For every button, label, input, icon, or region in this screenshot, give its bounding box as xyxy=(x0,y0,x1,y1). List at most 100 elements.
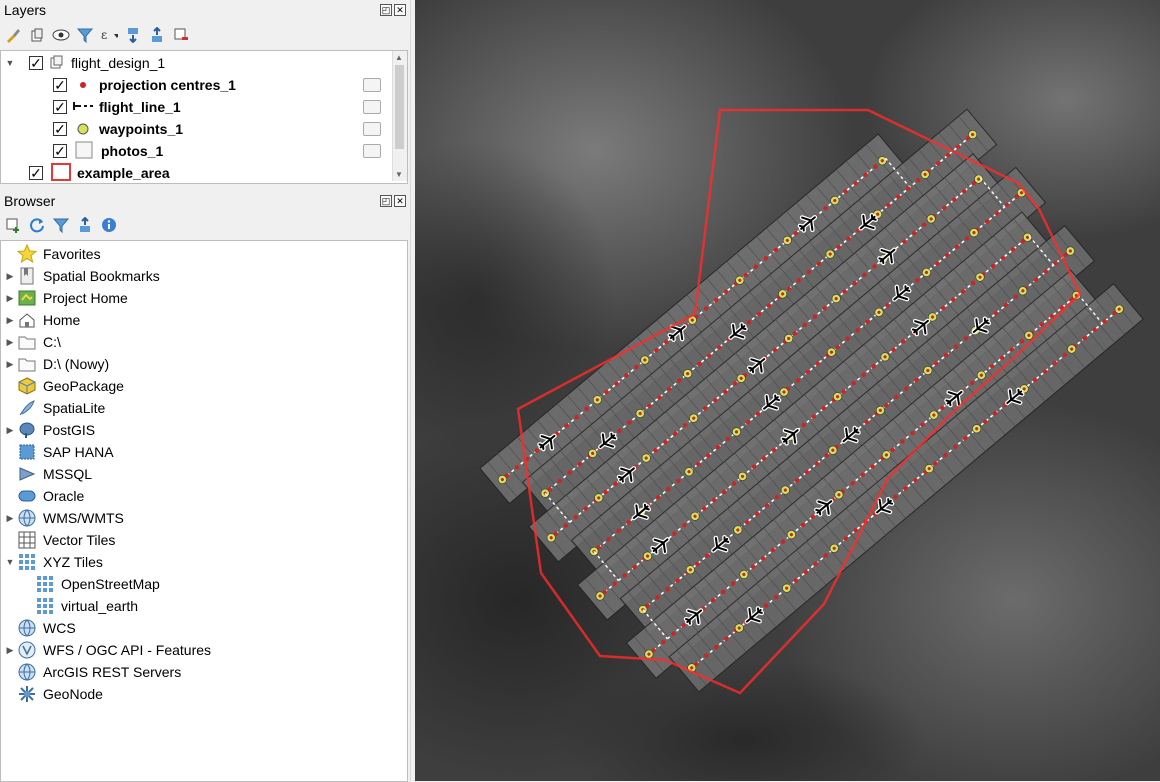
browser-item-mssql[interactable]: MSSQL xyxy=(17,463,92,485)
visibility-eye-icon[interactable] xyxy=(52,26,70,44)
remove-layer-icon[interactable] xyxy=(172,26,190,44)
collapse-all-icon[interactable] xyxy=(76,216,94,234)
browser-item-c-drive[interactable]: ▶ C:\ xyxy=(5,331,61,353)
browser-item-label: SAP HANA xyxy=(43,444,114,460)
embedded-widget-icon[interactable] xyxy=(363,144,381,158)
projection-centre-point xyxy=(694,561,700,567)
browser-item-wms-wmts[interactable]: ▶ WMS/WMTS xyxy=(5,507,124,529)
expand-arrow-icon[interactable]: ▶ xyxy=(6,292,14,303)
expression-filter-icon[interactable]: ε xyxy=(100,26,118,44)
browser-item-sap-hana[interactable]: SAP HANA xyxy=(17,441,114,463)
browser-item-d-drive[interactable]: ▶ D:\ (Nowy) xyxy=(5,353,110,375)
collapse-arrow-icon[interactable]: ▼ xyxy=(5,58,15,68)
projection-centre-point xyxy=(984,219,990,224)
browser-item-openstreetmap[interactable]: OpenStreetMap xyxy=(35,573,160,595)
scroll-down-icon[interactable]: ▼ xyxy=(395,170,403,179)
expand-arrow-icon[interactable]: ▶ xyxy=(6,512,14,523)
projection-centre-point xyxy=(962,436,968,441)
properties-info-icon[interactable] xyxy=(100,216,118,234)
browser-item-oracle[interactable]: Oracle xyxy=(17,485,84,507)
waypoint-centre-dot xyxy=(782,390,786,394)
browser-item-project-home[interactable]: ▶ Project Home xyxy=(5,287,128,309)
embedded-widget-icon[interactable] xyxy=(363,78,381,92)
expand-arrow-icon[interactable]: ▶ xyxy=(6,424,14,435)
layer-checkbox[interactable]: ✓ xyxy=(53,76,67,93)
collapse-arrow-icon[interactable]: ▼ xyxy=(5,557,15,567)
tiles-icon xyxy=(35,575,55,593)
projection-centre-point xyxy=(940,405,945,411)
browser-item-wfs[interactable]: ▶ WFS / OGC API - Features xyxy=(5,639,211,661)
scroll-up-icon[interactable]: ▲ xyxy=(395,53,403,62)
browser-item-label: D:\ (Nowy) xyxy=(43,356,110,372)
projection-centre-point xyxy=(885,302,890,308)
layer-flight-line[interactable]: ✓ flight_line_1 xyxy=(53,96,181,118)
expand-arrow-icon[interactable]: ▶ xyxy=(6,270,14,281)
projection-centre-point xyxy=(574,414,579,420)
browser-item-vector-tiles[interactable]: Vector Tiles xyxy=(17,529,115,551)
projection-centre-point xyxy=(902,239,907,244)
layer-checkbox[interactable]: ✓ xyxy=(53,98,67,115)
float-panel-button[interactable]: ◰ xyxy=(380,4,392,16)
projection-centre-point xyxy=(824,453,830,458)
waypoint-centre-dot xyxy=(597,496,601,500)
browser-item-arcgis-rest[interactable]: ArcGIS REST Servers xyxy=(17,661,181,683)
browser-item-home[interactable]: ▶ Home xyxy=(5,309,81,331)
dock-splitter[interactable] xyxy=(410,0,416,781)
expand-arrow-icon[interactable]: ▶ xyxy=(6,336,14,347)
scrollbar-thumb[interactable] xyxy=(395,65,404,149)
browser-item-geonode[interactable]: GeoNode xyxy=(17,683,103,705)
browser-item-spatialite[interactable]: SpatiaLite xyxy=(17,397,105,419)
browser-item-spatial-bookmarks[interactable]: ▶ Spatial Bookmarks xyxy=(5,265,160,287)
photo-footprint-edge xyxy=(965,407,996,444)
waypoint-centre-dot xyxy=(832,546,836,550)
browser-item-favorites[interactable]: Favorites xyxy=(17,243,101,265)
browser-item-geopackage[interactable]: GeoPackage xyxy=(17,375,124,397)
layers-scrollbar[interactable]: ▲ ▼ xyxy=(392,51,407,181)
embedded-widget-icon[interactable] xyxy=(363,100,381,114)
browser-item-label: C:\ xyxy=(43,334,61,350)
projection-centre-point xyxy=(622,573,627,578)
layer-checkbox[interactable]: ✓ xyxy=(29,164,43,181)
layer-group-flight-design[interactable]: ▼ ✓ flight_design_1 xyxy=(5,52,166,74)
flight-turn-segment xyxy=(544,492,571,523)
layer-photos[interactable]: ✓ photos_1 xyxy=(53,140,163,162)
projection-centre-point xyxy=(654,348,659,353)
close-panel-button[interactable]: ✕ xyxy=(394,195,406,207)
layer-checkbox[interactable]: ✓ xyxy=(53,120,67,137)
photo-footprint-edge xyxy=(766,574,797,611)
browser-item-wcs[interactable]: WCS xyxy=(17,617,76,639)
layer-checkbox[interactable]: ✓ xyxy=(29,54,43,71)
projection-centre-point xyxy=(774,494,780,500)
waypoint-centre-dot xyxy=(829,350,834,354)
collapse-all-icon[interactable] xyxy=(148,26,166,44)
browser-item-postgis[interactable]: ▶ PostGIS xyxy=(5,419,95,441)
float-panel-button[interactable]: ◰ xyxy=(380,195,392,207)
layer-projection-centres[interactable]: ✓ projection centres_1 xyxy=(53,74,236,96)
map-canvas[interactable] xyxy=(415,0,1160,781)
projection-centre-point xyxy=(843,189,848,194)
expand-all-icon[interactable] xyxy=(124,26,142,44)
layer-waypoints[interactable]: ✓ waypoints_1 xyxy=(53,118,183,140)
add-selected-layers-icon[interactable] xyxy=(4,216,22,234)
projection-centre-point xyxy=(821,405,827,411)
expand-arrow-icon[interactable]: ▶ xyxy=(6,358,14,369)
expand-arrow-icon[interactable]: ▶ xyxy=(6,314,14,325)
filter-legend-icon[interactable] xyxy=(76,26,94,44)
projection-centre-point xyxy=(941,205,947,211)
close-panel-button[interactable]: ✕ xyxy=(394,4,406,16)
browser-item-xyz-tiles[interactable]: ▼ XYZ Tiles xyxy=(5,551,103,573)
filter-browser-icon[interactable] xyxy=(52,216,70,234)
projection-centre-point xyxy=(564,423,570,428)
refresh-icon[interactable] xyxy=(28,216,46,234)
waypoint-centre-dot xyxy=(834,297,838,301)
browser-item-virtual-earth[interactable]: virtual_earth xyxy=(35,595,138,617)
layer-checkbox[interactable]: ✓ xyxy=(53,142,67,159)
layer-example-area[interactable]: ✓ example_area xyxy=(29,162,170,184)
embedded-widget-icon[interactable] xyxy=(363,122,381,136)
waypoint-centre-dot xyxy=(787,336,791,341)
projection-centre-point xyxy=(893,494,898,500)
expand-arrow-icon[interactable]: ▶ xyxy=(6,644,14,655)
style-manager-icon[interactable] xyxy=(4,26,22,44)
add-group-icon[interactable] xyxy=(28,26,46,44)
projection-centre-point xyxy=(1033,277,1039,283)
